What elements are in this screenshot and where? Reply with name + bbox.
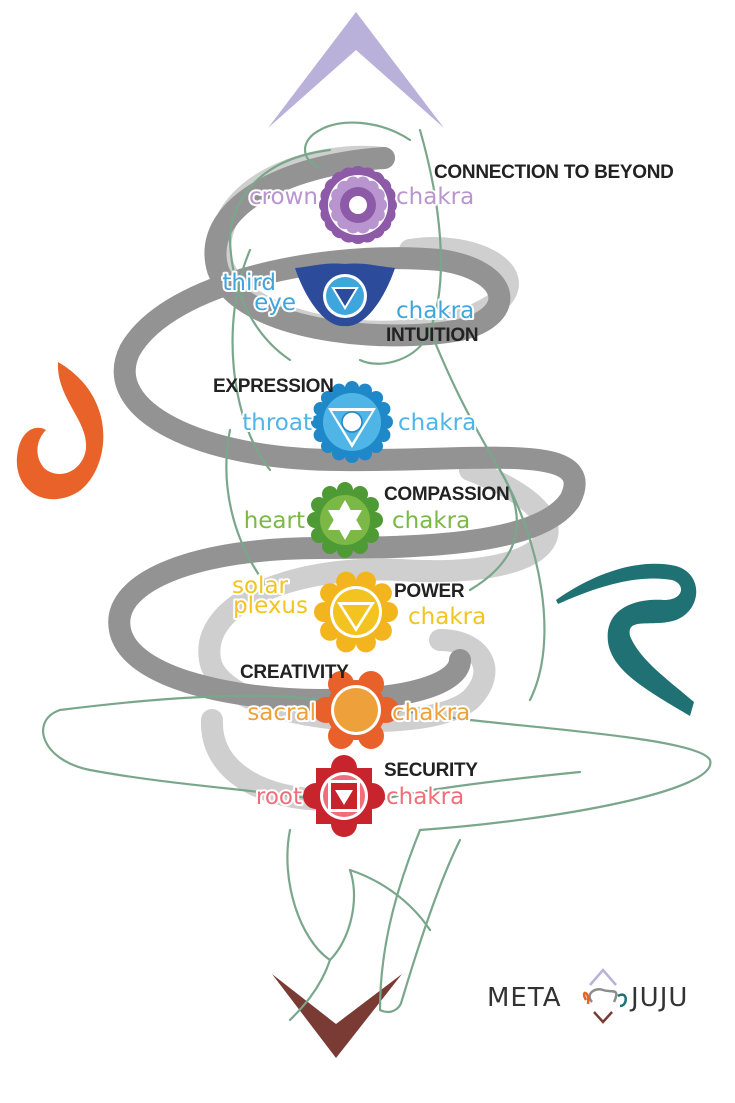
- throat-theme-label: EXPRESSION: [213, 376, 334, 397]
- solar-plexus-name-label: solar: [232, 573, 289, 599]
- crown-name-label: crown: [249, 184, 318, 210]
- petal: [355, 219, 370, 234]
- crown-chakra-icon: [319, 166, 397, 244]
- throat-chakra-word: chakra: [398, 410, 476, 436]
- throat-chakra-icon: [311, 381, 393, 463]
- crown-theme-label: CONNECTION TO BEYOND: [434, 162, 674, 183]
- solar-plexus-chakra-word: chakra: [408, 604, 486, 630]
- spiral-back-segment: [198, 459, 559, 732]
- meditating-figure: [42, 121, 712, 1022]
- spiral-front-segment: [108, 537, 471, 712]
- kundalini-spiral: [108, 145, 586, 811]
- air-element-icon: [268, 12, 444, 128]
- heart-chakra-icon: [307, 482, 383, 558]
- third-eye-theme-label: INTUITION: [386, 325, 478, 346]
- crown-chakra-word: chakra: [396, 184, 474, 210]
- throat-chakra: EXPRESSION throat chakra: [213, 376, 478, 463]
- brand-left: META: [487, 983, 562, 1013]
- crown-chakra: CONNECTION TO BEYOND crown chakra: [247, 162, 674, 244]
- brand-logo: META JUJU: [487, 968, 688, 1024]
- third-eye-chakra-icon: [295, 263, 395, 327]
- third-eye-name-label: eye: [254, 290, 296, 316]
- solar-plexus-name-label: plexus: [233, 593, 308, 619]
- water-element-icon: [556, 563, 697, 716]
- third-eye-chakra-word: chakra: [396, 298, 474, 324]
- sacral-theme-label: CREATIVITY: [240, 662, 349, 683]
- sacral-name-label: sacral: [247, 700, 316, 726]
- solar-plexus-theme-label: POWER: [394, 581, 465, 602]
- earth-element-icon: [272, 974, 402, 1058]
- root-theme-label: SECURITY: [384, 760, 478, 781]
- throat-name-label: throat: [242, 410, 312, 436]
- brand-mark-icon: [582, 968, 627, 1024]
- root-chakra-icon: [303, 755, 385, 837]
- root-chakra-word: chakra: [386, 784, 464, 810]
- heart-theme-label: COMPASSION: [384, 484, 509, 505]
- sacral-chakra-icon: [313, 671, 399, 749]
- spiral-front-segment: [113, 147, 586, 559]
- solar-plexus-chakra-icon: [314, 571, 398, 653]
- heart-name-label: heart: [244, 508, 305, 534]
- sacral-chakra: CREATIVITY sacral chakra: [240, 662, 472, 749]
- brand-right: JUJU: [629, 983, 688, 1013]
- root-name-label: root: [256, 784, 302, 810]
- sacral-chakra-word: chakra: [392, 700, 470, 726]
- petal: [346, 176, 361, 191]
- heart-chakra-word: chakra: [392, 508, 470, 534]
- fire-element-icon: [16, 362, 104, 500]
- root-chakra: SECURITY root chakra: [254, 755, 479, 837]
- third-eye-name-label: third: [222, 270, 276, 296]
- heart-chakra: COMPASSION heart chakra: [242, 482, 510, 558]
